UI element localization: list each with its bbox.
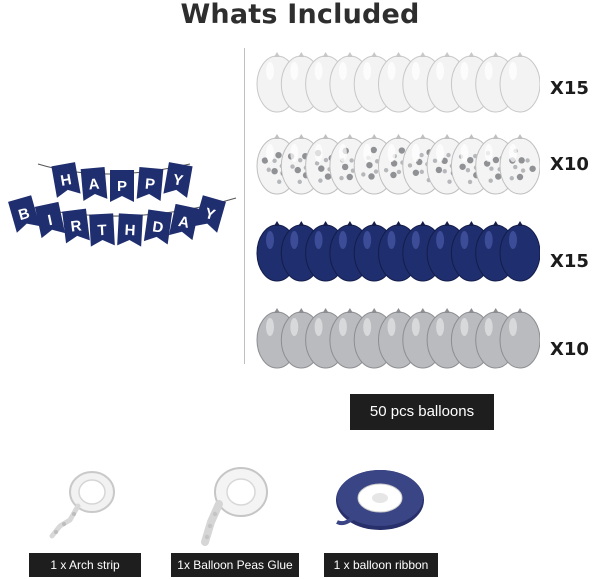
silver-balloons-image [256, 308, 540, 369]
balloon [499, 221, 540, 282]
glue-dots-image [201, 467, 268, 546]
divider-line [244, 48, 245, 364]
banner-flag: D [143, 209, 173, 245]
svg-text:P: P [117, 178, 127, 195]
balloon [329, 134, 371, 195]
banner-flag: Y [194, 195, 226, 233]
silver-balloons-quantity: X10 [550, 339, 589, 360]
arch-strip-caption: 1 x Arch strip [29, 553, 141, 577]
white-balloons-quantity: X15 [550, 78, 589, 99]
svg-text:I: I [46, 212, 54, 229]
navy-balloons-quantity: X15 [550, 251, 589, 272]
total-balloons-label: 50 pcs balloons [350, 394, 494, 430]
balloon-ribbon-caption: 1 x balloon ribbon [324, 553, 438, 577]
svg-text:H: H [59, 171, 73, 190]
ribbon-spool-image [336, 470, 424, 530]
svg-text:R: R [70, 217, 83, 235]
svg-text:Y: Y [203, 205, 217, 224]
confetti-balloons-quantity: X10 [550, 154, 589, 175]
navy-balloons-image [256, 221, 540, 282]
svg-text:A: A [88, 176, 100, 194]
banner-flag: A [168, 203, 200, 241]
svg-text:B: B [17, 205, 32, 224]
svg-text:D: D [151, 218, 164, 236]
balloon [499, 134, 540, 195]
banner-flag: I [34, 201, 66, 239]
confetti-balloons-row [255, 131, 540, 201]
svg-text:Y: Y [172, 171, 185, 189]
banner-flag: Y [163, 162, 193, 198]
banner-flag: P [136, 167, 164, 201]
banner-flag: H [117, 213, 143, 247]
confetti-balloons-image [256, 134, 540, 195]
banner-flag: P [110, 170, 134, 202]
banner-flag: R [62, 208, 90, 244]
balloon-glue-caption: 1x Balloon Peas Glue [171, 553, 299, 577]
banner-flag: A [80, 167, 108, 201]
arch-strip-image [49, 471, 115, 539]
svg-text:H: H [124, 222, 136, 240]
banner-flag: B [8, 195, 40, 233]
svg-text:T: T [97, 222, 107, 239]
balloon [499, 308, 540, 369]
page-title: Whats Included [180, 0, 420, 30]
white-balloons-image [256, 52, 540, 113]
banner-flag: H [51, 162, 81, 198]
white-balloons-row [255, 49, 540, 119]
silver-balloons-row [255, 305, 540, 375]
svg-text:A: A [177, 213, 191, 232]
banner-flag: T [89, 213, 115, 247]
navy-balloons-row [255, 218, 540, 288]
balloon [499, 52, 540, 113]
svg-text:P: P [144, 176, 155, 194]
